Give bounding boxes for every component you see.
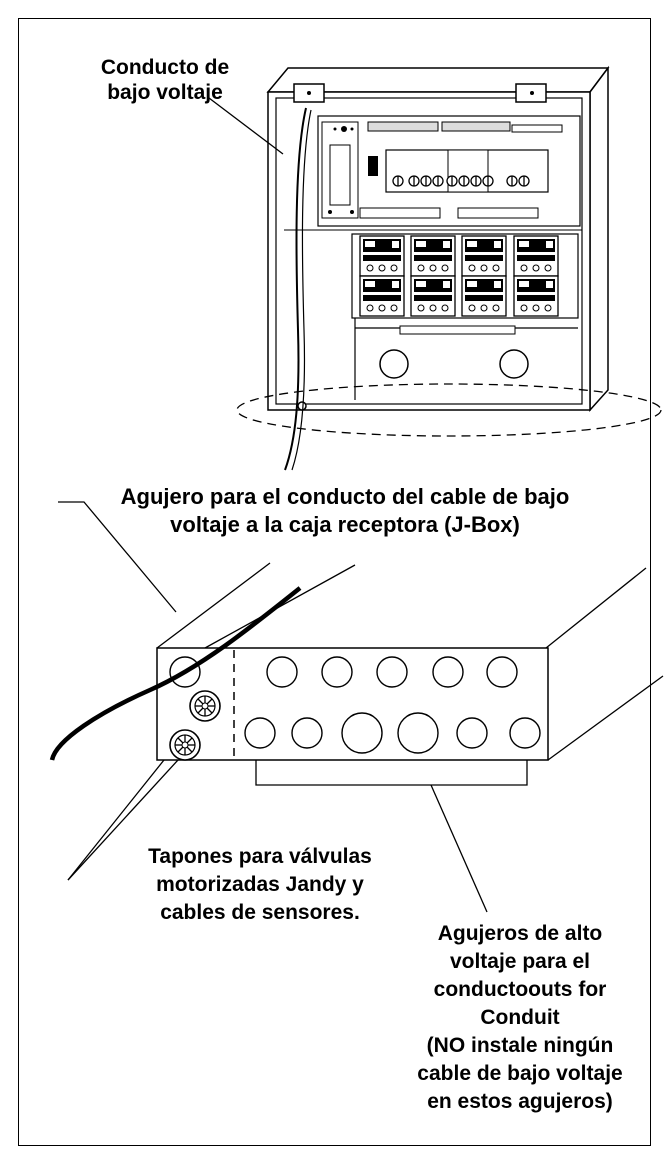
control-knobs bbox=[392, 175, 530, 187]
junction-box bbox=[156, 562, 664, 762]
label-low-voltage-conduit: Conducto de bajo voltaje bbox=[100, 56, 230, 104]
plug-icon bbox=[189, 690, 221, 722]
high-voltage-bracket bbox=[255, 758, 528, 786]
figure-frame bbox=[18, 18, 651, 1146]
label-high-voltage-holes: Agujeros de alto voltaje para el conduct… bbox=[417, 922, 623, 1113]
leader-plug-2 bbox=[67, 759, 179, 881]
low-voltage-conduit-cable bbox=[284, 107, 307, 471]
label-low-voltage-hole: Agujero para el conducto del cable de ba… bbox=[120, 484, 570, 537]
low-voltage-cable bbox=[49, 586, 302, 761]
leader-high-voltage bbox=[430, 784, 488, 913]
label-plugs: Tapones para válvulas motorizadas Jandy … bbox=[148, 845, 372, 924]
leader-hole bbox=[58, 501, 177, 613]
plug-icon bbox=[169, 729, 201, 761]
conduit-entry-ellipse bbox=[236, 383, 662, 437]
leader-conduit bbox=[208, 97, 284, 155]
